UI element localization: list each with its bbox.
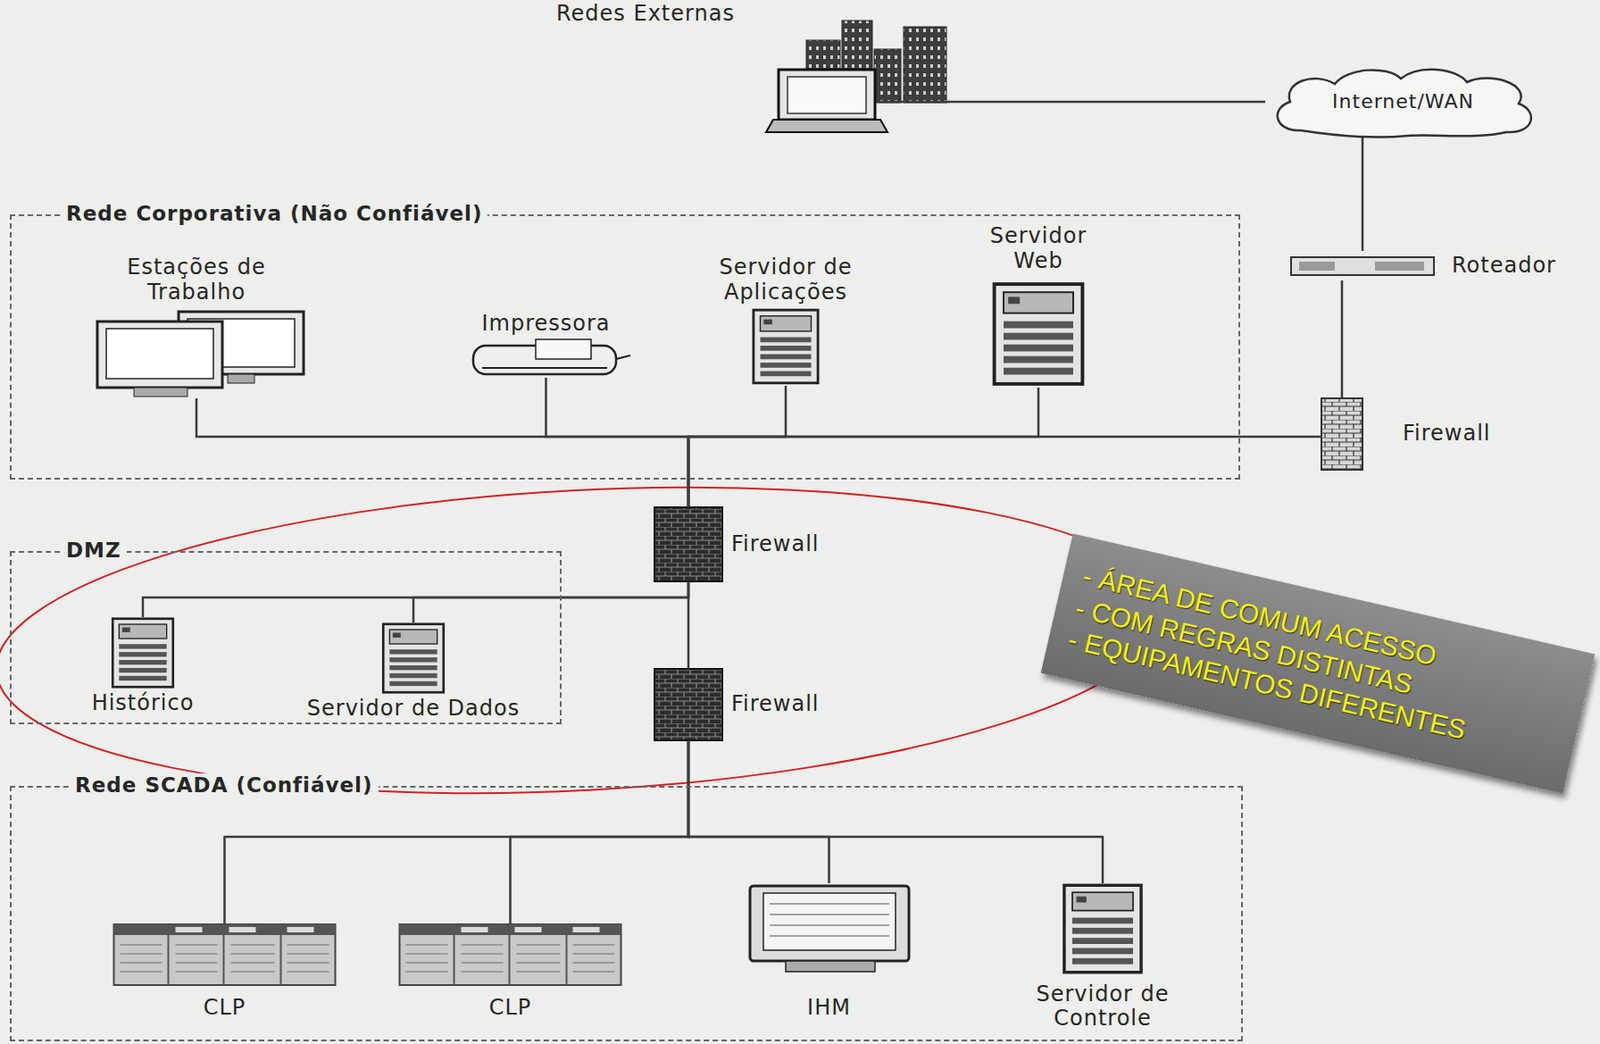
network-zone: Rede SCADA (Confiável)CLPCLPIHMServidor … — [9, 785, 1243, 1042]
firewall-icon — [654, 668, 723, 741]
node-label: Histórico — [71, 691, 215, 717]
router-panel — [1299, 261, 1335, 271]
server-icon — [112, 618, 174, 687]
network-link — [687, 581, 691, 669]
device-node: CLP — [398, 923, 623, 1021]
printer-detail — [482, 355, 631, 368]
server-icon — [753, 309, 818, 384]
node-label: Impressora — [457, 311, 636, 337]
zone-title: Rede SCADA (Confiável) — [69, 773, 379, 797]
printer-tray — [535, 339, 592, 359]
network-link — [1341, 280, 1344, 399]
device-node: IHM — [744, 883, 914, 1021]
router-icon — [1291, 257, 1434, 275]
monitor — [97, 321, 223, 388]
building — [903, 26, 947, 103]
cloud-label: Internet/WAN — [1265, 90, 1542, 113]
node-label: Servidor de Dados — [279, 696, 548, 722]
network-link — [688, 740, 1103, 884]
node-label: Firewall — [1400, 421, 1494, 447]
network-link — [688, 387, 1039, 508]
network-link — [510, 740, 690, 924]
network-link — [688, 385, 786, 508]
monitor-screen — [106, 328, 214, 379]
node-label: Servidor de Controle — [1013, 982, 1192, 1032]
node-label: IHM — [749, 995, 910, 1021]
device-node: Servidor de Dados — [277, 622, 550, 722]
node-label: Roteador — [1449, 253, 1559, 279]
cloud-shape: Internet/WAN — [1265, 66, 1542, 138]
node-label: CLP — [421, 995, 600, 1021]
server-icon — [994, 283, 1084, 384]
highlight-ellipse — [0, 459, 1173, 821]
device-node: Estações de Trabalho — [86, 255, 307, 399]
network-link — [225, 740, 690, 924]
external-network: Redes Externas — [553, 1, 880, 134]
network-link — [1361, 137, 1365, 251]
zone-title: Rede Corporativa (Não Confiável) — [60, 201, 488, 225]
device-node: Servidor de Aplicações — [693, 255, 878, 386]
router-panel — [1375, 261, 1425, 271]
network-zone: Rede Corporativa (Não Confiável)Estações… — [9, 214, 1241, 480]
network-link — [142, 581, 689, 617]
device-node: CLP — [112, 923, 337, 1021]
monitor-stand — [133, 387, 188, 397]
zone-title: DMZ — [60, 538, 127, 562]
network-link — [546, 377, 690, 508]
laptop-display — [787, 76, 867, 114]
plc-icon — [114, 924, 336, 985]
device-node: Firewall — [654, 507, 826, 582]
node-label: CLP — [135, 995, 315, 1021]
monitor-stand — [227, 374, 255, 384]
plc-icon — [400, 924, 622, 985]
network-zone: DMZHistóricoServidor de Dados — [9, 550, 562, 725]
hmi-stand — [785, 960, 875, 972]
laptop-screen — [778, 69, 875, 120]
device-node: Impressora — [454, 311, 638, 378]
network-link — [688, 436, 1322, 508]
building — [874, 49, 901, 103]
network-link — [879, 100, 1266, 104]
node-label: Servidor Web — [971, 224, 1106, 274]
device-node: Firewall — [654, 668, 826, 741]
network-link — [413, 581, 689, 623]
laptop-base — [766, 119, 888, 133]
node-label: Servidor de Aplicações — [696, 255, 875, 305]
callout-box: - ÁREA DE COMUM ACESSO- COM REGRAS DISTI… — [1041, 533, 1596, 794]
network-link — [688, 740, 830, 884]
hmi-screen — [763, 892, 896, 950]
device-node: Servidor Web — [969, 224, 1108, 388]
device-node: Histórico — [69, 616, 217, 717]
hmi-monitor — [750, 885, 909, 961]
node-label: Firewall — [728, 691, 823, 717]
server-icon — [1064, 884, 1142, 972]
device-node: Firewall — [1321, 398, 1572, 470]
hmi-screen-lines — [769, 903, 890, 936]
server-icon — [383, 624, 444, 692]
network-link — [196, 398, 689, 508]
device-node: Servidor de Controle — [1011, 883, 1194, 1032]
node-label: Firewall — [728, 532, 823, 558]
firewall-icon — [1321, 398, 1363, 470]
node-label: Redes Externas — [553, 1, 738, 27]
node-label: Estações de Trabalho — [98, 255, 295, 305]
device-node: Roteador — [1291, 250, 1595, 281]
firewall-icon — [654, 507, 723, 582]
